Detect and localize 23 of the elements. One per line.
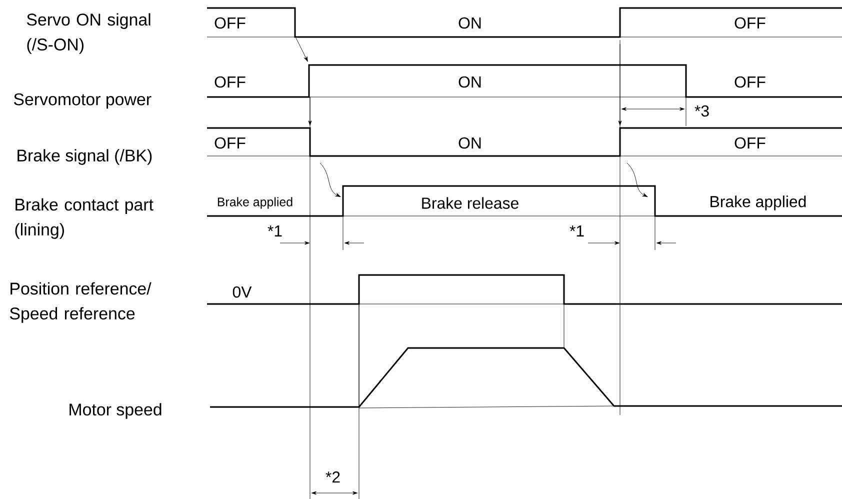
- state-label: OFF: [734, 76, 766, 88]
- note-mark: *2: [326, 471, 340, 483]
- state-label: OFF: [734, 17, 766, 29]
- state-label: OFF: [214, 17, 246, 29]
- state-label: 0V: [232, 286, 252, 298]
- note-mark: *3: [694, 105, 709, 117]
- signal-label: Motor speed: [70, 403, 162, 419]
- signal-label: Brake contact part (lining): [15, 198, 154, 239]
- signal-label: Servomotor power: [14, 93, 152, 109]
- note-mark: *1: [570, 226, 584, 236]
- signal-label: Position reference/ Speed reference: [10, 282, 152, 323]
- state-label: OFF: [734, 137, 766, 149]
- state-label: OFF: [214, 137, 246, 149]
- state-label: ON: [458, 137, 481, 149]
- signal-label: Servo ON signal (/S-ON): [26, 13, 150, 54]
- signal-label: Brake signal (/BK): [18, 149, 152, 165]
- state-label: Brake applied: [218, 197, 292, 209]
- state-label: ON: [458, 76, 481, 88]
- state-label: Brake release: [422, 197, 518, 209]
- state-label: Brake applied: [710, 196, 806, 210]
- state-label: OFF: [214, 76, 246, 88]
- state-label: ON: [458, 17, 481, 29]
- note-mark: *1: [268, 226, 282, 236]
